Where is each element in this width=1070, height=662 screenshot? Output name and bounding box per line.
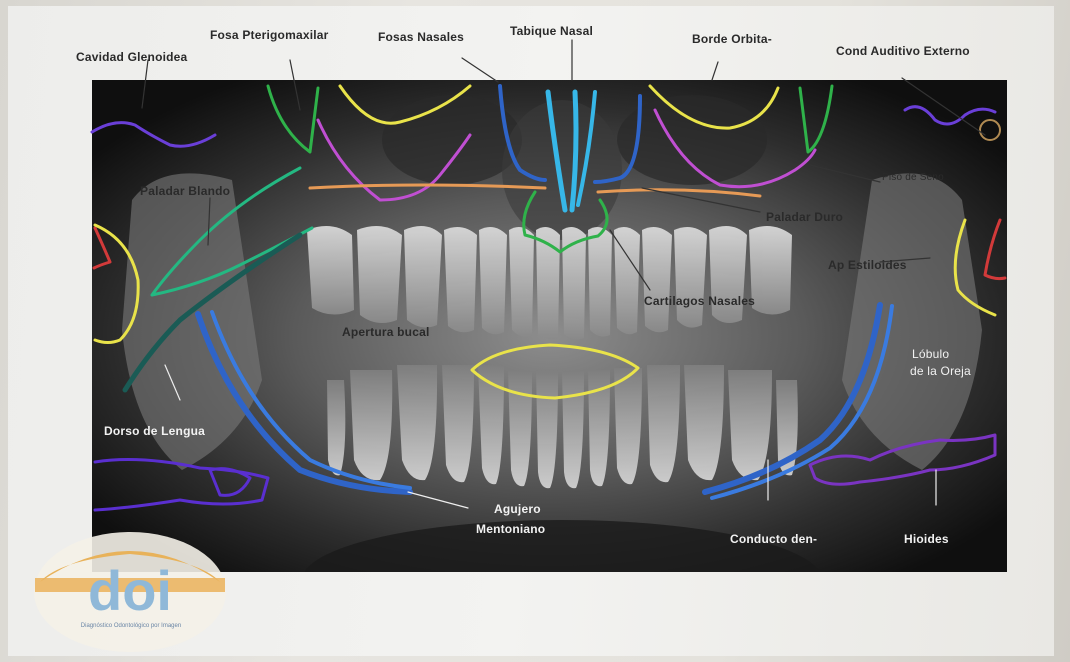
orbit-left — [340, 86, 470, 123]
auditory-canal-circle — [980, 120, 1000, 140]
label-ap-estiloides: Ap Estiloides — [828, 258, 907, 272]
nasal-septum-1 — [548, 92, 565, 210]
logo-wordmark: doi — [88, 559, 172, 622]
label-borde-orbitario: Borde Orbita- — [692, 32, 772, 46]
sinus-floor-right — [655, 110, 815, 187]
leader-lines-dark — [142, 40, 985, 290]
label-cond-auditivo: Cond Auditivo Externo — [836, 44, 970, 58]
left-red-mark — [94, 228, 110, 268]
right-red-mark — [985, 220, 1005, 279]
label-lobulo-2: de la Oreja — [910, 364, 971, 378]
pterygomaxillary-fossa-left — [268, 86, 318, 152]
glenoid-cavity-outline — [92, 123, 215, 147]
label-agujero-1: Agujero — [494, 502, 541, 516]
label-agujero-2: Mentoniano — [476, 522, 545, 536]
label-fosa-pterigomaxilar: Fosa Pterigomaxilar — [210, 28, 329, 42]
hyoid-left — [95, 460, 268, 510]
logo-graphic: doi — [30, 530, 230, 655]
label-cavidad-glenoidea: Cavidad Glenoidea — [76, 50, 187, 64]
nasal-fossa-right — [595, 96, 640, 182]
label-paladar-blando: Paladar Blando — [140, 184, 230, 198]
mandibular-canal-left-1 — [198, 314, 410, 492]
mandibular-canal-right-2 — [712, 306, 892, 498]
orbit-right — [650, 86, 778, 128]
label-paladar-duro: Paladar Duro — [766, 210, 843, 224]
label-conducto-dentario: Conducto den- — [730, 532, 817, 546]
label-cartilagos-nasales: Cartilagos Nasales — [644, 294, 755, 308]
label-hioides: Hioides — [904, 532, 949, 546]
mandibular-canal-right-1 — [705, 305, 880, 492]
label-lobulo-1: Lóbulo — [912, 347, 949, 361]
label-dorso-de-lengua: Dorso de Lengua — [104, 424, 205, 438]
nasal-septum-3 — [578, 92, 595, 205]
nasal-septum-2 — [572, 92, 576, 210]
label-apertura-bucal: Apertura bucal — [342, 325, 430, 339]
pterygomaxillary-fossa-right — [800, 86, 832, 152]
doi-logo: doi Diagnóstico Odontológico por Imagen — [30, 530, 230, 655]
right-glenoid-outline — [905, 107, 995, 124]
mouth-opening-outline — [472, 345, 638, 398]
label-fosas-nasales: Fosas Nasales — [378, 30, 464, 44]
label-piso-de-seno: Piso de Seno — [882, 172, 944, 183]
right-styloid-outline — [955, 220, 995, 315]
nasal-fossa-left — [500, 86, 545, 180]
logo-tagline: Diagnóstico Odontológico por Imagen — [66, 623, 196, 629]
label-tabique-nasal: Tabique Nasal — [510, 24, 593, 38]
